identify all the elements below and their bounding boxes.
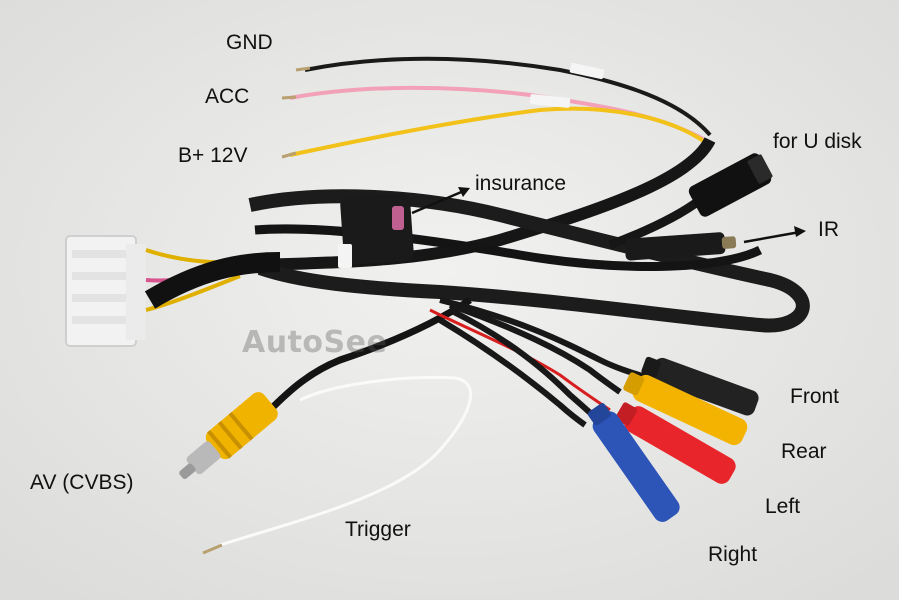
bplus-wire [289,106,707,157]
av-label: AV (CVBS) [30,471,134,494]
rear-label: Rear [781,440,827,463]
b-plus-label: B+ 12V [178,144,248,167]
right-cable [438,317,587,428]
trigger-wire-tip [202,543,223,555]
right-plug [587,403,680,522]
av-rca-plug [179,392,278,480]
sleeve [144,252,281,309]
usb-plug [688,153,773,217]
front-label: Front [790,385,840,408]
front-plug [641,356,759,416]
trigger-label: Trigger [345,518,411,541]
braided-cable-loop [248,189,810,333]
connector-wires-yellow-2 [145,274,241,312]
braided-cable-main [259,136,716,271]
red-wire [429,308,611,412]
gnd-wire [304,56,712,137]
ir-cable [254,224,763,271]
white-connector [65,235,146,347]
left-label: Left [765,495,801,518]
right-label: Right [708,543,758,566]
usb-cable [608,196,703,250]
insurance-clip [338,193,414,268]
rear-cable [448,302,622,395]
watermark: AutoSee [242,325,388,360]
acc-label: ACC [205,85,250,108]
ir-label: IR [818,218,839,241]
gnd-wire-tip [295,66,311,72]
bplus-wire-tip [281,151,297,159]
trigger-wire [219,376,472,547]
rear-plug [623,372,748,446]
ir-arrow [743,226,806,244]
wire-tag-1 [569,62,605,80]
acc-wire-tip [281,95,297,100]
ir-plug [624,232,737,261]
gnd-label: GND [226,31,273,54]
insurance-label: insurance [475,172,567,195]
wire-tag-2 [529,94,571,108]
insurance-arrow [411,187,470,215]
u-disk-label: for U disk [773,130,862,153]
left-plug [615,402,736,484]
